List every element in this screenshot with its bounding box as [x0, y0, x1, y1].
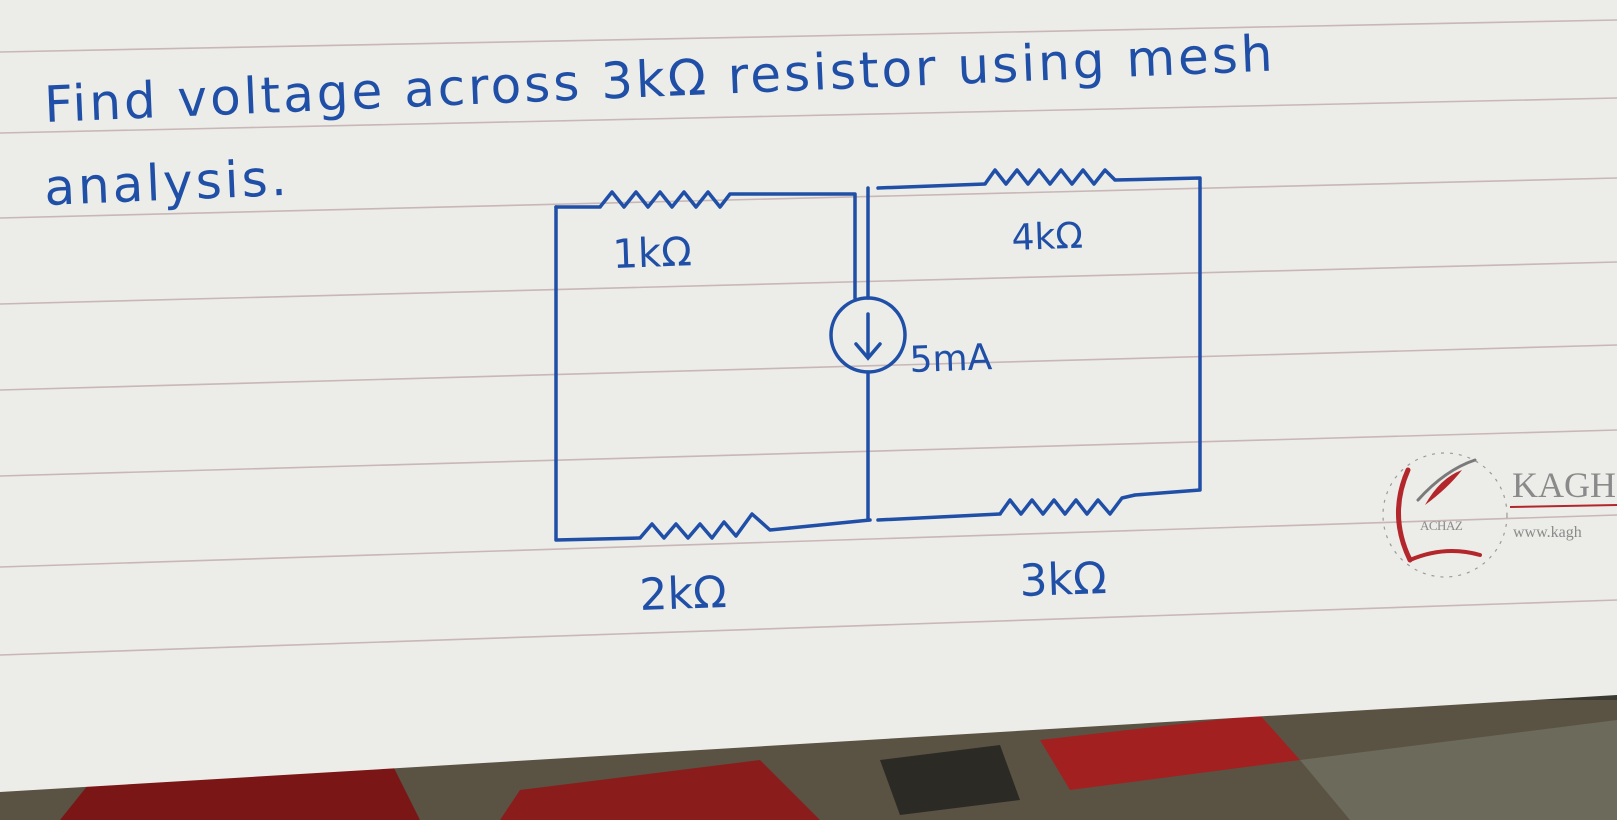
- paper-sheet: [0, 0, 1617, 792]
- label-2k: 2kΩ: [639, 567, 728, 621]
- watermark-logo-icon: ACHAZ: [1382, 452, 1508, 578]
- circuit-wires: [554, 176, 1202, 542]
- label-4k: 4kΩ: [1011, 216, 1084, 259]
- watermark-url: www.kagh: [1513, 524, 1582, 541]
- watermark: ACHAZ KAGH www.kagh: [1382, 452, 1617, 578]
- current-source: [829, 296, 907, 374]
- ruled-lines: [0, 19, 1617, 656]
- label-1k: 1kΩ: [612, 229, 693, 278]
- resistor-1k: [598, 190, 732, 209]
- resistor-2k: [638, 512, 791, 540]
- watermark-brand: KAGH: [1512, 465, 1616, 505]
- label-5ma: 5mA: [909, 337, 993, 381]
- resistor-4k: [983, 168, 1117, 186]
- question-line-2: analysis.: [43, 149, 291, 217]
- resistor-3k: [998, 493, 1136, 516]
- label-3k: 3kΩ: [1019, 553, 1108, 607]
- watermark-logo-text: ACHAZ: [1420, 518, 1463, 533]
